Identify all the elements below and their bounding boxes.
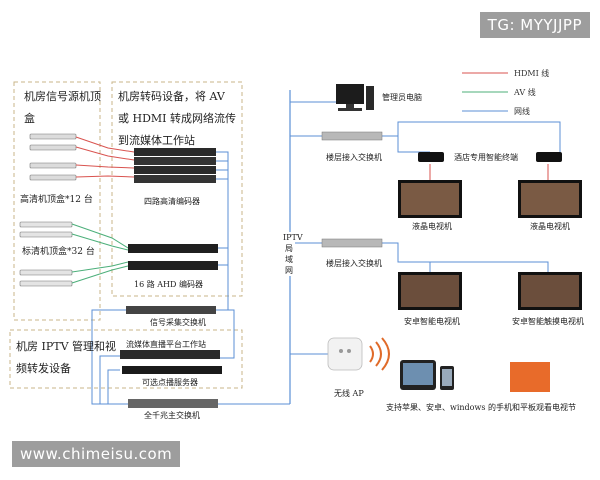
hd-stb-unit xyxy=(29,144,77,151)
zone-convert-label: 机房转码设备，将 AV 或 HDMI 转成网络流传到流媒体工作站 xyxy=(118,90,237,147)
lcd-tv-2-icon xyxy=(518,180,582,218)
sd-stb-unit xyxy=(19,221,73,228)
hd-encoder-unit xyxy=(134,175,216,183)
android-tv-label: 安卓智能电视机 xyxy=(404,317,460,326)
ahd-encoder xyxy=(128,244,218,270)
hd-stb-label: 高清机顶盒*12 台 xyxy=(20,195,93,205)
signal-switch-device xyxy=(126,306,216,314)
android-touch-tv-icon xyxy=(518,272,582,310)
floor-switch-1-device xyxy=(321,131,383,141)
backbone-label: IPTV 局域网 xyxy=(283,232,303,276)
hd-encoder xyxy=(134,148,216,183)
sd-stb-label: 标清机顶盒*32 台 xyxy=(22,247,95,257)
watermark-top: TG: MYYJJPP xyxy=(479,12,590,38)
lcd-tv-1-label: 液晶电视机 xyxy=(412,222,452,231)
hd-encoder-unit xyxy=(134,166,216,174)
mobile-devices-icon xyxy=(400,360,550,392)
android-touch-tv-label: 安卓智能触摸电视机 xyxy=(512,317,584,326)
hd-stb-unit xyxy=(29,133,77,140)
android-tv-icon xyxy=(398,272,462,310)
zone-iptv-label: 机房 IPTV 管理和视频转发设备 xyxy=(16,340,117,375)
legend-av-label: AV 线 xyxy=(514,88,536,97)
hotel-terminal-label: 酒店专用智能终端 xyxy=(454,153,518,162)
hd-encoder-unit xyxy=(134,148,216,156)
ahd-encoder-unit xyxy=(128,244,218,253)
hd-encoder-label: 四路高清编码器 xyxy=(144,197,200,206)
floor-switch-1-label: 楼层接入交换机 xyxy=(326,153,382,162)
lcd-tv-2-label: 液晶电视机 xyxy=(530,222,570,231)
hotel-terminal-box xyxy=(536,152,562,162)
watermark-bottom: www.chimeisu.com xyxy=(12,441,181,467)
wireless-ap-icon xyxy=(327,337,390,371)
stream-station-device xyxy=(120,350,220,359)
hd-encoder-unit xyxy=(134,157,216,165)
admin-pc-label: 管理员电脑 xyxy=(382,93,422,102)
hdmi-links-right xyxy=(429,164,549,180)
net-links-right xyxy=(290,101,561,355)
hd-stb-stack xyxy=(29,133,77,181)
admin-pc-icon xyxy=(336,84,374,111)
core-switch-label: 全千兆主交换机 xyxy=(144,411,200,420)
sd-stb-unit xyxy=(19,231,73,238)
hd-stb-unit xyxy=(29,162,77,169)
zone-source-frame xyxy=(13,81,101,321)
hdmi-links xyxy=(75,136,135,178)
zone-source-label: 机房信号源机顶盒 xyxy=(24,90,101,125)
sd-stb-unit xyxy=(19,269,73,276)
ahd-encoder-unit xyxy=(128,261,218,270)
wireless-ap-label: 无线 AP xyxy=(334,389,364,398)
vod-server-label: 可选点播服务器 xyxy=(142,378,198,387)
net-links-left xyxy=(91,151,290,405)
stream-station-label: 流媒体直播平台工作站 xyxy=(126,340,206,349)
floor-switch-2-device xyxy=(321,238,383,248)
vod-server-device xyxy=(122,366,222,374)
zone-convert-frame xyxy=(111,81,243,297)
ahd-encoder-label: 16 路 AHD 编码器 xyxy=(134,280,203,289)
hd-stb-unit xyxy=(29,174,77,181)
legend-hdmi-label: HDMI 线 xyxy=(514,69,550,78)
floor-switch-2-label: 楼层接入交换机 xyxy=(326,259,382,268)
sd-stb-unit xyxy=(19,280,73,287)
devices-caption: 支持苹果、安卓、windows 的手机和平板观看电视节 xyxy=(386,403,576,412)
av-links xyxy=(71,223,129,284)
hotel-terminal-box xyxy=(418,152,444,162)
lcd-tv-1-icon xyxy=(398,180,462,218)
signal-switch-label: 信号采集交换机 xyxy=(150,318,206,327)
core-switch-device xyxy=(128,399,218,408)
legend-net-label: 网线 xyxy=(514,107,530,116)
zone-iptv-frame xyxy=(9,329,243,389)
